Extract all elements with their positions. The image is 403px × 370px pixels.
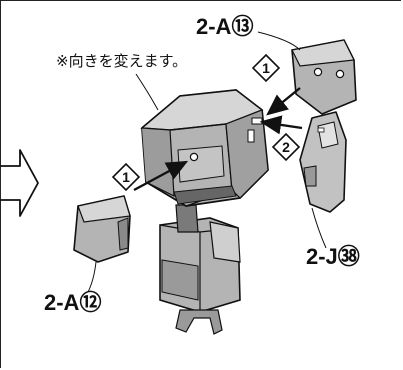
step-badge-1-top: 1 xyxy=(251,53,281,83)
part-2-j38 xyxy=(299,111,347,213)
part-2-a12 xyxy=(73,195,131,263)
step-badge-1-top-label: 1 xyxy=(262,60,270,76)
main-body-part xyxy=(159,204,241,335)
callout-part-a13: 2-A⑬ xyxy=(196,14,254,39)
step-badge-1-bottom-label: 1 xyxy=(122,169,130,185)
flow-arrow-icon xyxy=(0,149,39,217)
head-block-part xyxy=(140,89,269,207)
callout-part-a12: 2-A⑫ xyxy=(44,290,102,315)
step-badge-2-label: 2 xyxy=(282,139,290,155)
orientation-note: ※向きを変えます。 xyxy=(56,52,188,70)
leader-lines xyxy=(87,31,327,293)
step-badge-2: 2 xyxy=(271,132,301,162)
part-2-a13 xyxy=(291,39,357,115)
step-badge-1-bottom: 1 xyxy=(111,162,141,192)
callout-part-j38: 2-J㊳ xyxy=(306,244,360,269)
assembly-arrows xyxy=(133,87,303,192)
